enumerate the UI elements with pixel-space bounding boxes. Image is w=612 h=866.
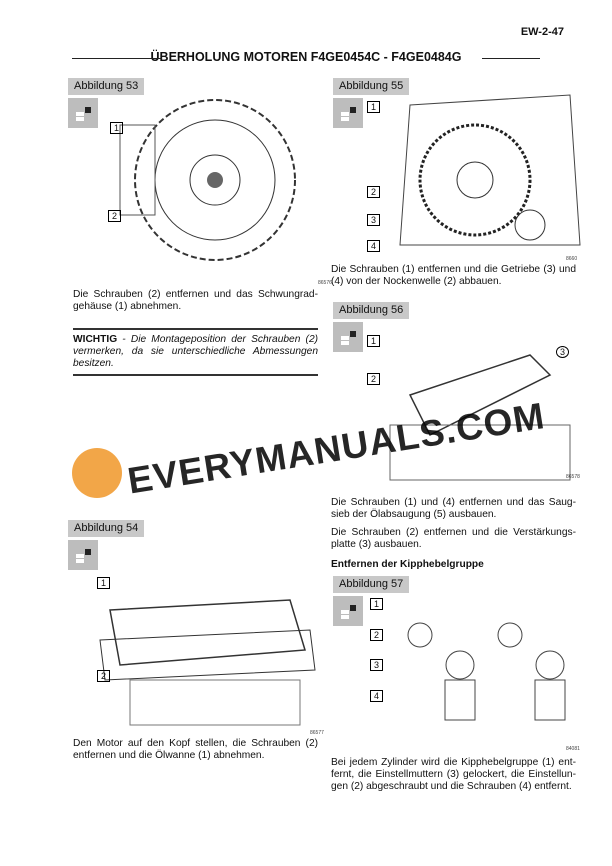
figure-code: 86577 xyxy=(310,730,324,736)
callout: 3 xyxy=(370,659,384,671)
callout: 1 xyxy=(370,598,384,610)
figure-55-label: Abbildung 55 xyxy=(333,78,410,95)
callout: 1 xyxy=(97,577,111,589)
callout: 2 xyxy=(367,373,381,385)
figure-53-label: Abbildung 53 xyxy=(68,78,145,95)
callout: 1 xyxy=(110,122,124,134)
callout: 2 xyxy=(370,629,384,641)
flywheel-housing-illustration xyxy=(119,99,296,261)
callout: 3 xyxy=(556,346,570,358)
figure-53-caption: Die Schrauben (2) entfernen und das Schw… xyxy=(73,289,318,312)
callout: 1 xyxy=(367,335,381,347)
callout: 2 xyxy=(97,670,111,682)
callout: 4 xyxy=(367,240,381,252)
callout: 2 xyxy=(367,186,381,198)
warning-note: WICHTIG - Die Montageposition der Schrau… xyxy=(73,328,318,376)
figure-code: 8660 xyxy=(566,256,578,262)
figure-56-caption-1: Die Schrauben (1) und (4) entfernen und … xyxy=(331,497,576,520)
figure-code: 86578 xyxy=(566,474,580,480)
section-heading: Entfernen der Kipphebelgruppe xyxy=(331,559,484,570)
disassembly-icon xyxy=(68,98,98,128)
disassembly-icon xyxy=(333,596,363,626)
figure-57-label: Abbildung 57 xyxy=(333,576,410,593)
figure-57-caption: Bei jedem Zylinder wird die Kipphebelgru… xyxy=(331,757,576,792)
figure-code: 84081 xyxy=(566,746,580,752)
figure-55-caption: Die Schrauben (1) entfernen und die Getr… xyxy=(331,264,576,287)
page-title-bar: ÜBERHOLUNG MOTOREN F4GE0454C - F4GE0484G xyxy=(0,50,612,64)
callout: 2 xyxy=(108,210,122,222)
rocker-arm-illustration xyxy=(407,622,566,721)
figure-54-label: Abbildung 54 xyxy=(68,520,145,537)
cylinder-head-illustration xyxy=(389,354,571,481)
oil-pan-illustration xyxy=(99,599,316,726)
page-title: ÜBERHOLUNG MOTOREN F4GE0454C - F4GE0484G xyxy=(150,50,462,64)
figure-56-caption-2: Die Schrauben (2) entfernen und die Vers… xyxy=(331,527,576,550)
page-number: EW-2-47 xyxy=(520,26,564,38)
disassembly-icon xyxy=(333,98,363,128)
callout: 4 xyxy=(370,690,384,702)
callout: 3 xyxy=(367,214,381,226)
warning-title: WICHTIG xyxy=(73,334,118,345)
figure-54-caption: Den Motor auf den Kopf stellen, die Schr… xyxy=(73,738,318,761)
disassembly-icon xyxy=(68,540,98,570)
camshaft-gear-illustration xyxy=(399,94,581,246)
warning-text: - Die Montageposition der Schrauben (2) … xyxy=(73,334,318,369)
watermark-logo xyxy=(72,448,122,498)
figure-56-label: Abbildung 56 xyxy=(333,302,410,319)
callout: 1 xyxy=(367,101,381,113)
figure-code: 86576 xyxy=(318,280,332,286)
disassembly-icon xyxy=(333,322,363,352)
